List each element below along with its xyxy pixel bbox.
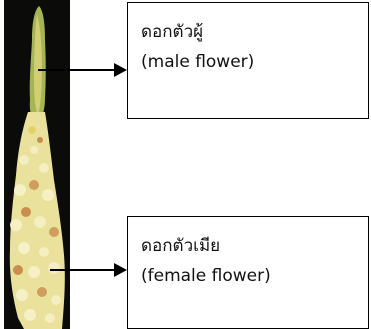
female-pointer-arrow	[50, 263, 127, 277]
male-flower-english-label: (male flower)	[141, 52, 255, 72]
female-flower-texture	[10, 126, 61, 323]
female-flower-label-box: ดอกตัวเมีย (female flower)	[127, 216, 369, 329]
inflorescence-photo	[4, 0, 70, 329]
female-flower-english-label: (female flower)	[141, 266, 271, 286]
male-flower-thai-label: ดอกตัวผู้	[141, 22, 204, 42]
male-flower-label-box: ดอกตัวผู้ (male flower)	[127, 2, 369, 119]
female-flower-thai-label: ดอกตัวเมีย	[141, 236, 221, 256]
male-pointer-arrow	[38, 63, 127, 77]
